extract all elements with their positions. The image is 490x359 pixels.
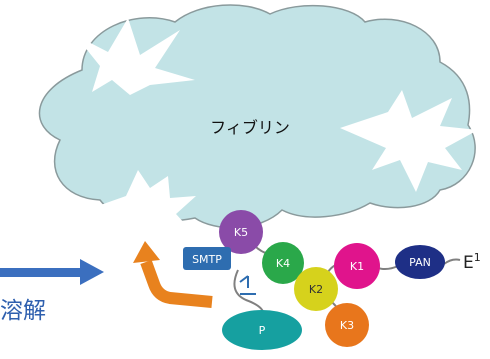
k4-label: K4 — [276, 257, 290, 270]
starburst-icon — [340, 90, 478, 192]
starburst-icon — [92, 170, 196, 252]
domain-k5 — [219, 210, 263, 254]
lysis-label: 溶解 — [0, 298, 46, 324]
smtp-label: SMTP — [192, 253, 222, 266]
domain-k4 — [262, 242, 304, 284]
k2-label: K2 — [309, 283, 323, 296]
linker — [239, 275, 256, 295]
e-superscript: 1 — [474, 251, 481, 264]
e-label: E1 — [463, 251, 481, 273]
domain-k1 — [334, 243, 380, 289]
domain-smtp — [183, 247, 231, 270]
domain-p — [222, 310, 302, 350]
p-label: P — [259, 324, 266, 337]
k5-label: K5 — [234, 226, 248, 239]
pan-label: PAN — [409, 256, 431, 269]
domain-k2 — [294, 267, 338, 311]
linker — [443, 258, 461, 265]
right-arrow-icon — [0, 268, 84, 277]
k1-label: K1 — [350, 260, 364, 273]
e-label-text: E — [463, 253, 474, 273]
domain-pan — [395, 245, 445, 279]
curved-arrow-icon — [140, 259, 213, 308]
curved-arrow-icon — [133, 241, 160, 263]
domain-k3 — [325, 303, 369, 347]
fibrin-label: フィブリン — [210, 118, 290, 137]
right-arrow-icon — [80, 259, 104, 285]
starburst-icon — [75, 18, 195, 95]
k3-label: K3 — [340, 319, 354, 332]
